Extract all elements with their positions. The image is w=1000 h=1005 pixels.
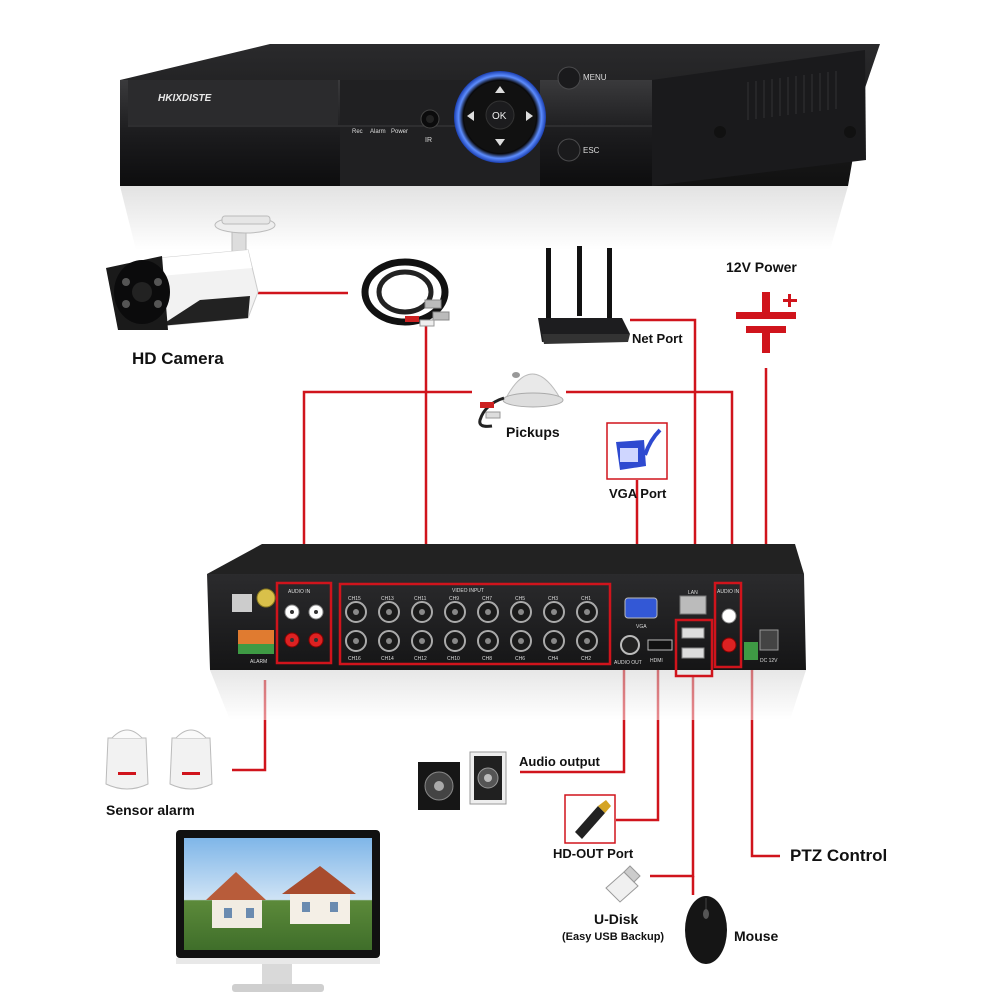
- front-vent-grille: [747, 71, 837, 120]
- vga-label: VGA: [636, 624, 647, 630]
- left-arrow-icon[interactable]: [467, 111, 474, 121]
- net-port-label: Net Port: [632, 331, 683, 346]
- audio-output-label: Audio output: [519, 754, 600, 769]
- channel-label: CH14: [381, 656, 394, 662]
- down-arrow-icon[interactable]: [495, 139, 505, 146]
- speakers-icon: [418, 751, 507, 810]
- audio-out-jack[interactable]: [620, 635, 640, 655]
- menu-button[interactable]: [557, 66, 581, 90]
- channel-label: CH11: [414, 596, 427, 602]
- dc-power-jack[interactable]: [759, 629, 779, 651]
- dvr-rear-panel: ALARM AUDIO IN VIDEO INPUT: [207, 544, 806, 720]
- hdmi-cable-icon: [575, 800, 611, 839]
- vga-port[interactable]: [624, 597, 658, 619]
- up-arrow-icon[interactable]: [495, 86, 505, 93]
- channel-label: CH4: [548, 656, 558, 662]
- sensor-alarm-icon: [105, 729, 213, 790]
- audio-in-right-label: AUDIO IN: [717, 589, 740, 595]
- rs485-terminal[interactable]: [744, 642, 758, 660]
- led-rec-label: Rec: [352, 129, 363, 135]
- lan-port[interactable]: [679, 595, 707, 615]
- ptz-line: [750, 666, 780, 858]
- status-leds: Rec Alarm Power: [352, 129, 408, 135]
- channel-label: CH7: [482, 596, 492, 602]
- power-label: 12V Power: [726, 259, 797, 275]
- usb-port[interactable]: [681, 627, 705, 639]
- channel-label: CH15: [348, 596, 361, 602]
- hdmi-port[interactable]: [647, 639, 673, 651]
- audio-in-right-box: [713, 581, 743, 669]
- led-alarm-label: Alarm: [370, 129, 386, 135]
- ground-terminal: [232, 594, 252, 612]
- channel-labels-top: CH15 CH13 CH11 CH9 CH7 CH5 CH3 CH1: [348, 596, 591, 602]
- channel-label: CH3: [548, 596, 558, 602]
- vga-cable-icon: [616, 428, 662, 470]
- channel-label: CH10: [447, 656, 460, 662]
- alarm-label: ALARM: [250, 659, 267, 665]
- vga-port-label: VGA Port: [609, 486, 667, 501]
- hd-out-port-label: HD-OUT Port: [553, 846, 634, 861]
- channel-label: CH13: [381, 596, 394, 602]
- audio-in-jack[interactable]: [721, 637, 737, 653]
- bnc-video-inputs[interactable]: [345, 601, 598, 652]
- bnc-cable-coil-icon: [361, 258, 450, 327]
- ok-label: OK: [492, 111, 507, 122]
- connection-lines: [232, 291, 780, 895]
- u-disk-label: U-Disk: [594, 911, 639, 927]
- channel-label: CH16: [348, 656, 361, 662]
- audio-in-left-jacks[interactable]: [284, 604, 324, 648]
- net-port-line: [630, 318, 697, 590]
- front-screw: [844, 126, 856, 138]
- audio-in-left-box: [275, 581, 333, 665]
- u-disk-sub-label: (Easy USB Backup): [562, 931, 665, 943]
- channel-label: CH8: [482, 656, 492, 662]
- channel-label: CH6: [515, 656, 525, 662]
- channel-label: CH9: [449, 596, 459, 602]
- pickup-left-line: [302, 390, 472, 585]
- sensor-alarm-label: Sensor alarm: [106, 802, 195, 818]
- channel-label: CH1: [581, 596, 591, 602]
- brand-logo: HKIXDISTE: [158, 93, 212, 104]
- esc-label: ESC: [583, 146, 600, 155]
- channel-labels-bottom: CH16 CH14 CH12 CH10 CH8 CH6 CH4 CH2: [348, 656, 591, 662]
- ok-button[interactable]: [485, 100, 515, 130]
- channel-label: CH12: [414, 656, 427, 662]
- usb-port[interactable]: [681, 647, 705, 659]
- router-icon: [538, 246, 630, 344]
- ptz-control-label: PTZ Control: [790, 846, 888, 865]
- video-input-box: [338, 582, 612, 666]
- audio-in-jack[interactable]: [721, 608, 737, 624]
- monitor-icon: [176, 830, 380, 992]
- channel-label: CH5: [515, 596, 525, 602]
- led-power-label: Power: [391, 129, 408, 135]
- esc-button[interactable]: [557, 138, 581, 162]
- video-input-label: VIDEO INPUT: [452, 588, 484, 594]
- ir-label: IR: [425, 137, 432, 144]
- dc-label: DC 12V: [760, 658, 778, 664]
- lan-label: LAN: [688, 590, 698, 596]
- navigation-dpad[interactable]: OK: [454, 71, 546, 163]
- mouse-label: Mouse: [734, 928, 779, 944]
- usb-disk-icon: [605, 865, 641, 903]
- pickups-label: Pickups: [506, 424, 560, 440]
- dc-power-symbol-icon: [736, 292, 797, 353]
- dvr-front-unit: HKIXDISTE Rec Alarm Power IR OK MENU ESC: [120, 44, 880, 250]
- usb-ports-box: [674, 618, 714, 678]
- alarm-terminal-block: ALARM: [238, 630, 274, 665]
- hd-camera-label: HD Camera: [132, 349, 224, 368]
- right-arrow-icon[interactable]: [526, 111, 533, 121]
- audio-out-label: AUDIO OUT: [614, 660, 642, 666]
- audio-in-left-label: AUDIO IN: [288, 589, 311, 595]
- ground-screw-icon: [256, 588, 276, 608]
- mouse-icon: [685, 896, 727, 964]
- pickup-right-line: [566, 390, 734, 580]
- hdmi-label: HDMI: [650, 658, 663, 664]
- pickup-microphone-icon: [478, 372, 564, 428]
- channel-label: CH2: [581, 656, 591, 662]
- menu-label: MENU: [583, 73, 607, 82]
- hd-camera-device: [106, 215, 276, 330]
- front-screw: [714, 126, 726, 138]
